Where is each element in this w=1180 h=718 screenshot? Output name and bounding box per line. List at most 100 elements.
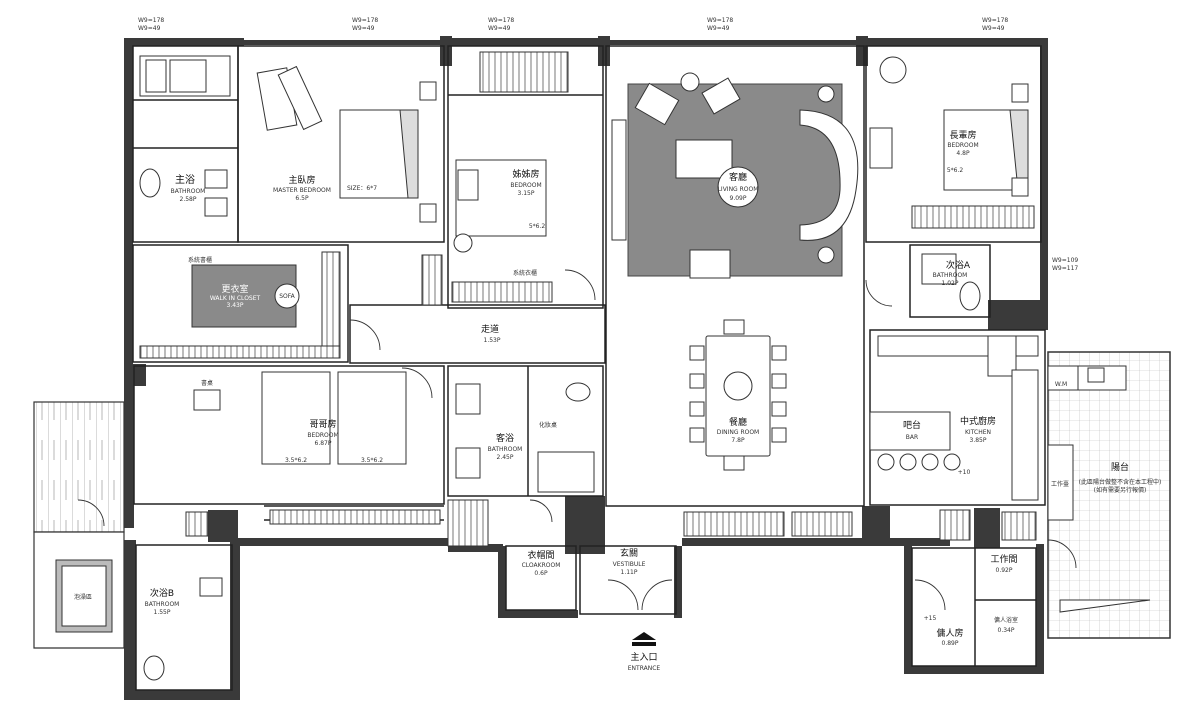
room-area: 1.02P [942,280,959,287]
corridor-label: 走道 [481,323,499,335]
room-area: 0.6P [534,570,548,577]
master-bedroom-furniture [139,55,437,223]
room-en: BEDROOM [307,432,338,439]
girls-room-furniture [421,51,569,306]
work-table-label: 工作臺 [1051,480,1069,488]
room-area: 1.55P [154,609,171,616]
dimension-labels: W9=178 W9=49 W9=178 W9=49 W9=178 W9=49 W… [138,17,1078,272]
bath-b-label: 次浴B [150,587,174,599]
bath-fixtures [55,253,981,681]
bed-size: 3.5*6.2 [361,457,383,464]
brothers-room-furniture [193,371,441,525]
living-room-rug [611,72,859,279]
room-en: BATHROOM [488,446,523,453]
shelf-label: 系統書櫃 [188,256,212,264]
bed-size: SIZE：6*7 [347,185,377,192]
doors [77,269,1077,611]
balcony-label: 陽台 [1111,461,1129,473]
room-area: 6.5P [295,195,309,202]
room-en: MASTER BEDROOM [273,187,331,194]
dimension-label: W9=49 [352,25,375,32]
room-area: 7.8P [731,437,745,444]
vanity-label: 化妝桌 [539,421,557,429]
room-area: 2.45P [497,454,514,461]
dining-table [689,319,787,471]
exterior-walls [124,36,1048,700]
walk-in-label: 更衣室 [221,283,248,295]
room-en: BATHROOM [933,272,968,279]
girls-room-label: 姊姊房 [512,168,539,180]
cabinets [185,499,1037,547]
room-en: VESTIBULE [613,561,646,568]
tub-label: 泡澡區 [74,593,92,601]
dimension-label: W9=178 [488,17,514,24]
bar-label: 吧台 [903,419,921,431]
dimension-label: W9=49 [707,25,730,32]
kitchen-label: 中式廚房 [960,415,996,427]
room-area: 3.43P [227,302,244,309]
vestibule-label: 玄關 [620,547,638,559]
room-area: 1.53P [484,337,501,344]
room-en: BEDROOM [510,182,541,189]
wm-label: W.M [1055,381,1067,388]
maid-bath-label: 傭人浴室 [994,616,1018,624]
living-room-label: 客廳 [729,171,747,183]
guest-bath-label: 客浴 [496,432,514,444]
room-en: CLOAKROOM [522,562,561,569]
dimension-label: W9=117 [1052,265,1078,272]
dimension-label: W9=178 [707,17,733,24]
level-label: +10 [958,469,971,476]
room-area: 0.92P [996,567,1013,574]
room-en: DINING ROOM [717,429,759,436]
balcony-note: (此區陽台做整不含在本工程中) [1079,478,1162,486]
room-area: 4.8P [956,150,970,157]
room-en: WALK IN CLOSET [210,295,261,302]
room-area: 0.34P [998,627,1015,634]
room-area: 1.11P [621,569,638,576]
level-label: +15 [924,615,937,622]
bed-size: 5*6.2 [529,223,546,230]
dimension-label: W9=178 [982,17,1008,24]
dimension-label: W9=49 [982,25,1005,32]
dining-label: 餐廳 [729,416,747,428]
workroom-label: 工作間 [990,553,1017,565]
bath-a-label: 次浴A [946,259,971,271]
room-area: 3.15P [518,190,535,197]
wardrobe-label: 系統衣櫃 [513,269,537,277]
master-bath-label: 主浴 [175,174,195,186]
bed-size: 3.5*6.2 [285,457,307,464]
room-area: 9.09P [730,195,747,202]
room-area: 2.58P [180,196,197,203]
brothers-room-label: 哥哥房 [309,418,336,430]
room-en: LIVING ROOM [718,186,759,193]
sofa-label: SOFA [279,293,295,300]
room-area: 0.89P [942,640,959,647]
dimension-label: W9=178 [138,17,164,24]
dimension-label: W9=49 [138,25,161,32]
elder-room-furniture [869,56,1035,229]
cloakroom-label: 衣帽間 [527,549,554,561]
dimension-label: W9=49 [488,25,511,32]
entrance-en: ENTRANCE [628,665,661,672]
maid-room-label: 傭人房 [936,627,963,639]
balcony-note: (如有需要另行報價) [1094,486,1147,494]
room-en: KITCHEN [965,429,991,436]
room-en: BAR [906,434,918,441]
elder-room-label: 長輩房 [949,129,976,141]
bed-size: 5*6.2 [947,167,964,174]
room-en: BEDROOM [947,142,978,149]
desk-label: 書桌 [201,379,213,387]
room-en: BATHROOM [171,188,206,195]
balcony [1047,351,1171,639]
room-area: 3.85P [970,437,987,444]
master-bedroom-label: 主臥房 [288,174,315,186]
dimension-label: W9=178 [352,17,378,24]
room-labels: 主浴 BATHROOM 2.58P 主臥房 MASTER BEDROOM 6.5… [74,129,1161,672]
interior-walls [132,45,1046,691]
entrance-label: 主入口 [630,651,657,663]
dimension-label: W9=109 [1052,257,1078,264]
room-en: BATHROOM [145,601,180,608]
entrance-arrow-icon [632,632,656,646]
kitchen-fixtures [869,335,1039,501]
